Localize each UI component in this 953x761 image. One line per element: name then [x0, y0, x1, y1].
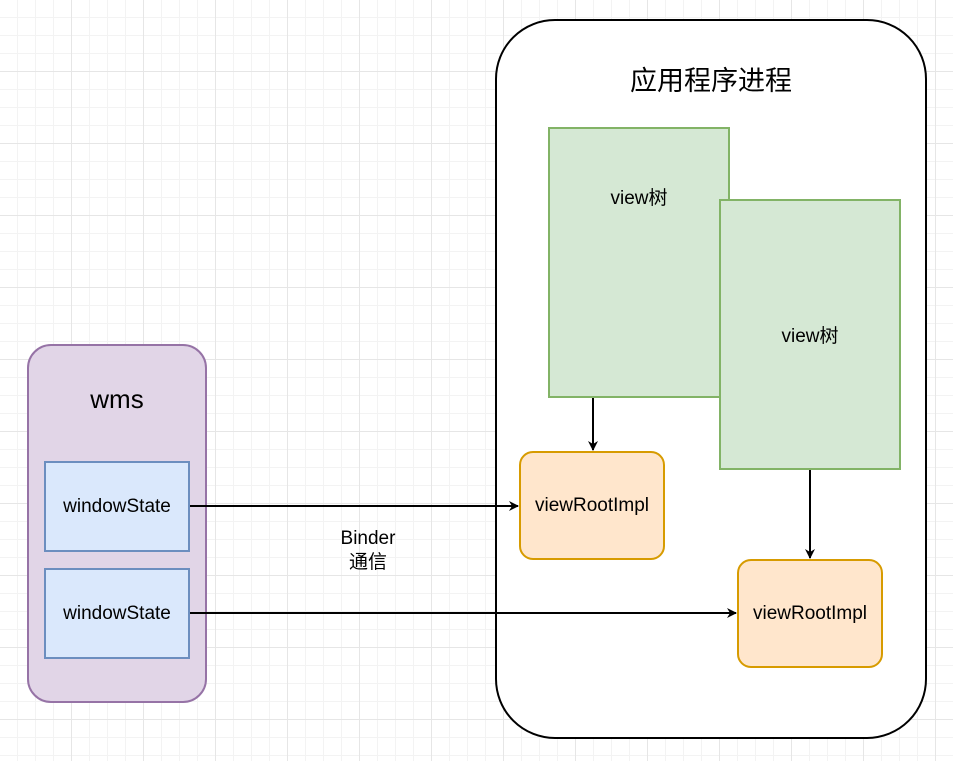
- view-tree-label-2: view树: [781, 326, 839, 347]
- window-state-node-2[interactable]: windowState: [44, 568, 190, 659]
- window-state-label-1: windowState: [63, 495, 171, 517]
- binder-edge-label-line1: Binder: [340, 528, 396, 549]
- wms-title: wms: [90, 384, 144, 414]
- view-tree-node-2[interactable]: view树: [719, 199, 901, 470]
- view-root-impl-label-1: viewRootImpl: [534, 494, 650, 516]
- binder-edge-label-line2: 通信: [348, 552, 387, 573]
- view-tree-label-1: view树: [610, 188, 668, 209]
- view-root-impl-node-1[interactable]: viewRootImpl: [519, 451, 665, 560]
- binder-edge-label: Binder 通信: [318, 527, 418, 575]
- view-root-impl-label-2: viewRootImpl: [752, 602, 868, 624]
- view-root-impl-node-2[interactable]: viewRootImpl: [737, 559, 883, 668]
- window-state-label-2: windowState: [63, 602, 171, 624]
- window-state-node-1[interactable]: windowState: [44, 461, 190, 552]
- application-process-title: 应用程序进程: [630, 66, 792, 96]
